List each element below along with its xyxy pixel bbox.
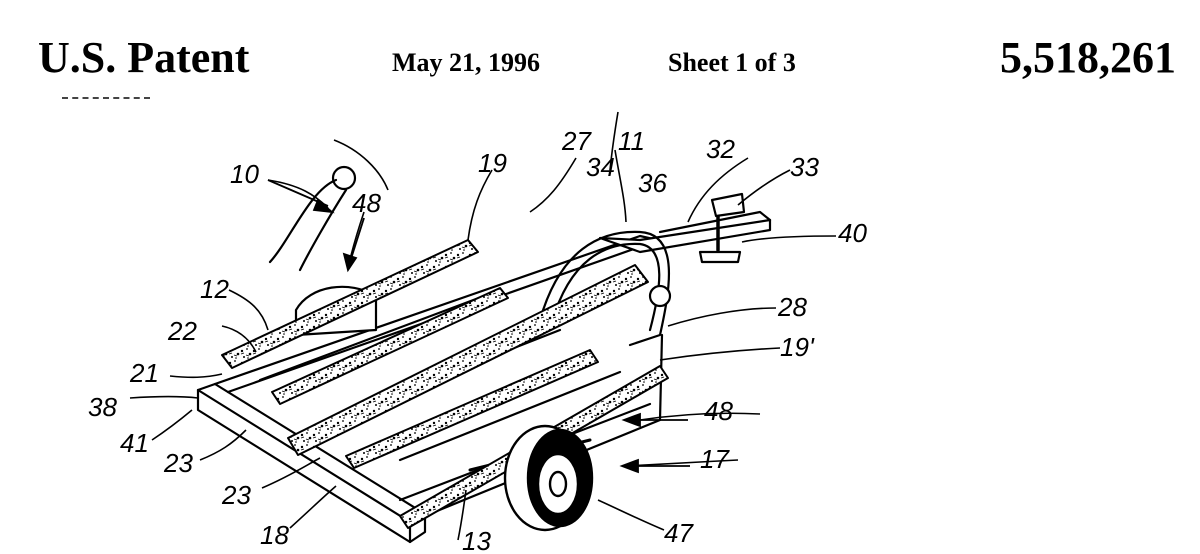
- ref-numeral: 21: [129, 358, 159, 388]
- ref-numeral: 27: [561, 126, 592, 156]
- ref-numeral: 32: [706, 134, 735, 164]
- ref-numeral: 36: [638, 168, 667, 198]
- patent-title: U.S. Patent: [38, 33, 250, 82]
- sheet-indicator: Sheet 1 of 3: [668, 48, 796, 77]
- ref-numeral: 12: [200, 274, 229, 304]
- ref-numeral: 28: [777, 292, 807, 322]
- sheet-header: U.S. Patent May 21, 1996 Sheet 1 of 3 5,…: [0, 0, 1200, 90]
- trailer-bunks: [221, 239, 669, 529]
- patent-number: 5,518,261: [1000, 33, 1176, 82]
- ref-numeral: 33: [790, 152, 819, 182]
- reference-numerals: 10 48 12 22 21 38 41 23 23 18 19 27 11 3…: [88, 126, 867, 554]
- direction-arrows: [267, 179, 690, 474]
- ref-numeral: 48: [352, 188, 381, 218]
- ref-numeral: 22: [167, 316, 197, 346]
- ref-numeral: 48: [704, 396, 733, 426]
- scan-mark: [62, 97, 150, 101]
- ref-numeral: 18: [260, 520, 289, 550]
- ref-numeral: 38: [88, 392, 117, 422]
- ref-numeral: 19: [478, 148, 507, 178]
- ref-numeral: 34: [586, 152, 615, 182]
- ref-numeral: 10: [230, 159, 259, 189]
- patent-date: May 21, 1996: [392, 48, 541, 77]
- ref-numeral: 40: [838, 218, 867, 248]
- ref-numeral: 11: [618, 126, 645, 156]
- ref-numeral: 23: [163, 448, 193, 478]
- ref-numeral: 19': [780, 332, 815, 362]
- ref-numeral: 41: [120, 428, 149, 458]
- ref-numeral: 17: [700, 444, 730, 474]
- ref-numeral: 23: [221, 480, 251, 510]
- trailer-wheel: [503, 424, 594, 532]
- trailer-frame: [196, 165, 772, 544]
- ref-numeral: 47: [664, 518, 694, 548]
- ref-numeral: 13: [462, 526, 491, 554]
